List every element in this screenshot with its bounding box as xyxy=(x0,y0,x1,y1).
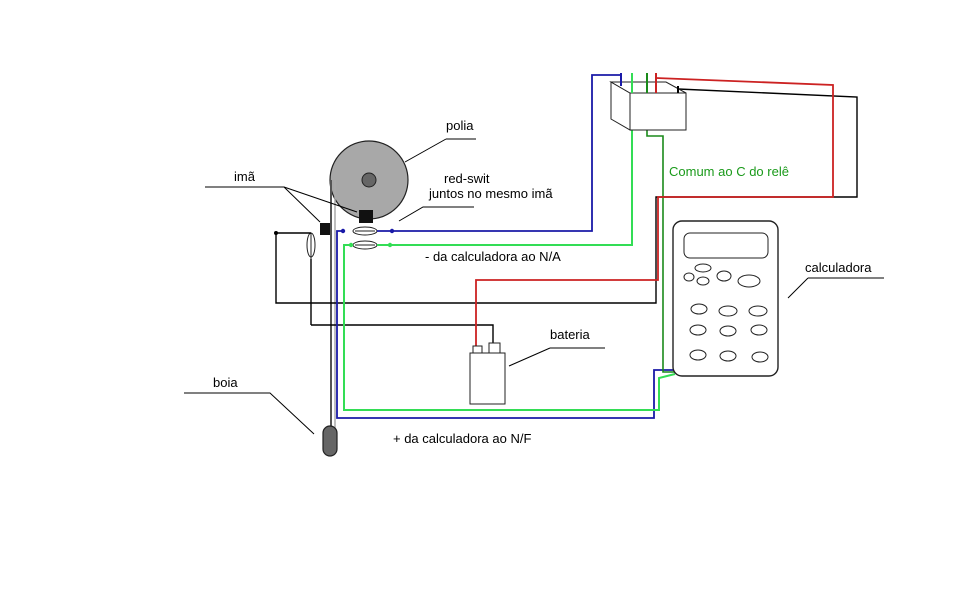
label-calc-nf: + da calculadora ao N/F xyxy=(393,431,532,446)
relay xyxy=(609,73,687,131)
black-wire-to-battery-2 xyxy=(311,324,494,346)
green-node-left xyxy=(348,242,354,248)
wire-node xyxy=(274,231,278,235)
green-wire-top xyxy=(377,75,633,246)
blue-node xyxy=(389,228,395,234)
pulley xyxy=(329,140,409,220)
green-wire-bottom xyxy=(343,244,676,411)
black-wire xyxy=(275,88,858,304)
label-red-swit-sub: juntos no mesmo imã xyxy=(429,186,553,201)
reed-switch-top xyxy=(352,226,378,236)
label-boia: boia xyxy=(213,375,238,390)
label-bateria: bateria xyxy=(550,327,590,342)
green-node xyxy=(387,242,393,248)
label-calc-na: - da calculadora ao N/A xyxy=(425,249,561,264)
calculator xyxy=(672,220,779,377)
magnet-top xyxy=(359,210,373,223)
label-ima: imã xyxy=(234,169,255,184)
blue-wire-bottom xyxy=(336,230,675,419)
label-polia: polia xyxy=(446,118,474,133)
battery xyxy=(469,342,506,405)
pulley-axle xyxy=(361,172,377,188)
reed-switch-vertical xyxy=(306,232,316,259)
blue-wire-top xyxy=(377,74,621,232)
label-comum: Comum ao C do relê xyxy=(669,164,789,179)
label-red-swit: red-swit xyxy=(444,171,490,186)
float-boia xyxy=(322,425,338,457)
label-calculadora: calculadora xyxy=(805,260,872,275)
blue-node-left xyxy=(340,228,346,234)
leader-lines xyxy=(184,138,884,435)
pulley-rope xyxy=(330,180,336,440)
red-wire xyxy=(475,77,834,348)
reed-switch-bottom xyxy=(352,240,378,250)
magnet-left xyxy=(320,223,330,235)
